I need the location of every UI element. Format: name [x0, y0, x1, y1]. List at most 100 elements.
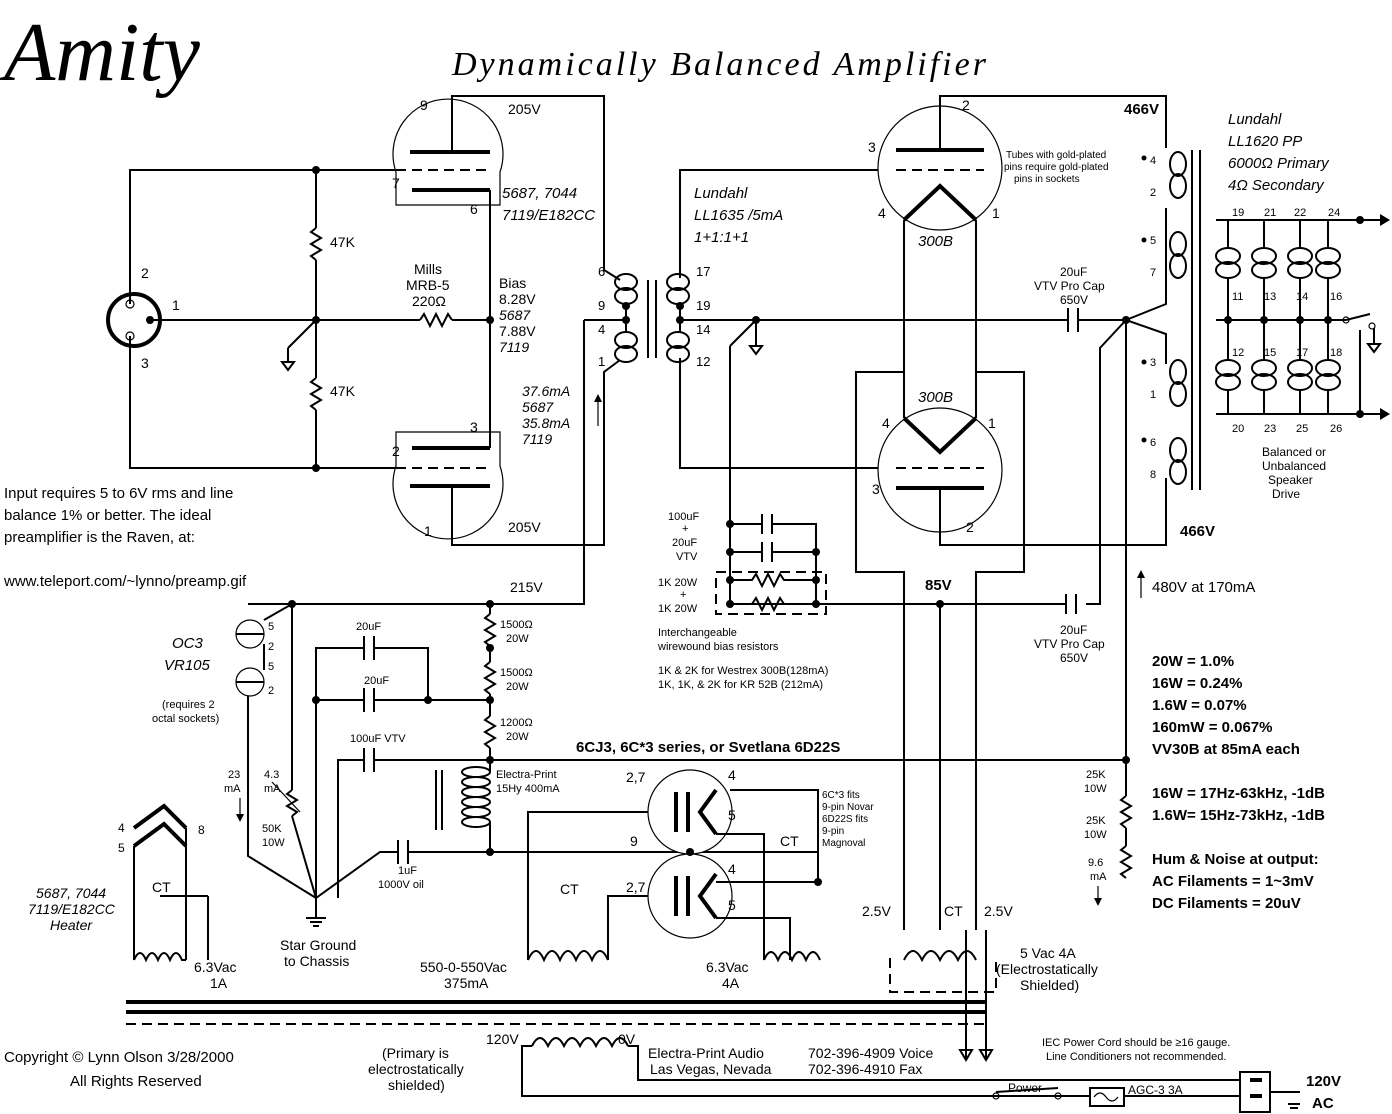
mains-ac: AC [1312, 1095, 1334, 1112]
cap-top-3: 650V [1060, 293, 1088, 307]
oc3-pin-5a: 5 [268, 621, 274, 633]
prim-120v: 120V [486, 1031, 519, 1047]
sec-pin-26: 26 [1330, 423, 1342, 435]
primary-note-2: electrostatically [368, 1061, 464, 1077]
cap-bot-3: 650V [1060, 651, 1088, 665]
cap-bot-2: VTV Pro Cap [1034, 637, 1105, 651]
rect-pin-27b: 2,7 [626, 879, 646, 895]
cap-20uf-a: 20uF [356, 621, 381, 633]
oc3-note-2: octal sockets) [152, 713, 219, 725]
gold-pin-note-1: Tubes with gold-plated [1006, 150, 1106, 161]
bypass-plus-1: + [682, 523, 688, 535]
input-tube-type-a: 5687, 7044 [502, 185, 577, 202]
output-tube-top [877, 105, 1003, 231]
out-top-pin-4: 4 [878, 205, 886, 221]
sec-pin-11: 11 [1232, 291, 1243, 303]
bias-pot-label-2: MRB-5 [406, 277, 450, 293]
current-tube-7119: 7119 [522, 431, 552, 447]
heater-ct: CT [152, 879, 171, 895]
bypass-vtv: VTV [676, 551, 698, 563]
current-43ma-a: 4.3 [264, 769, 279, 781]
b85-label: 85V [925, 577, 952, 594]
sec-pin-23: 23 [1264, 423, 1276, 435]
interstage-transformer [614, 273, 690, 363]
drive-label-2: Unbalanced [1262, 459, 1326, 473]
heater-filament [132, 803, 188, 848]
input-tube-bottom [392, 431, 504, 540]
heater-pin-5: 5 [118, 841, 125, 855]
input-tube-top [392, 98, 504, 206]
cap-bot-1: 20uF [1060, 623, 1087, 637]
b-plus-top: 466V [1124, 101, 1159, 118]
oc3-pin-2b: 2 [268, 685, 274, 697]
out-top-pin-1: 1 [992, 205, 1000, 221]
ot-pin-4: 4 [1150, 155, 1156, 167]
heater-pin-4: 4 [118, 821, 125, 835]
dist-2: 16W = 0.24% [1152, 675, 1242, 692]
star-ground-1: Star Ground [280, 937, 356, 953]
output-tube-type-bottom: 300B [918, 389, 953, 406]
current-tube-5687: 5687 [522, 399, 554, 415]
interstage-label-1: Lundahl [694, 185, 748, 202]
current-7119: 35.8mA [522, 415, 570, 431]
is-pin-19: 19 [696, 298, 710, 313]
out-bot-pin-3: 3 [872, 481, 880, 497]
r1200-label: 1200Ω [500, 717, 533, 729]
rect-pin-4a: 4 [728, 767, 736, 783]
title: Amity [0, 6, 201, 99]
xlr-pin-2: 2 [141, 265, 149, 281]
input-note-1: Input requires 5 to 6V rms and line [4, 485, 233, 502]
current-43ma-b: mA [264, 783, 281, 795]
oc3-regulator [235, 619, 265, 697]
dist-5: VV30B at 85mA each [1152, 741, 1300, 758]
bypass-note-2: wirewound bias resistors [657, 641, 779, 653]
rect-pin-4b: 4 [728, 861, 736, 877]
cap-top-2: VTV Pro Cap [1034, 279, 1105, 293]
r50k-label: 50K [262, 823, 282, 835]
bypass-1k-b: 1K 20W [658, 603, 698, 615]
input-tube-pin-9: 9 [420, 97, 428, 113]
bypass-100uf: 100uF [668, 511, 699, 523]
rectifier-title: 6CJ3, 6C*3 series, or Svetlana 6D22S [576, 739, 840, 756]
cap-1000v: 1000V oil [378, 879, 424, 891]
dist-3: 1.6W = 0.07% [1152, 697, 1247, 714]
input-tube-pin-7: 7 [392, 175, 400, 191]
bias-tube-5687: 5687 [499, 307, 531, 323]
drive-label-1: Balanced or [1262, 445, 1326, 459]
bias-pot-label-1: Mills [414, 261, 442, 277]
out-fil-25b: 2.5V [984, 903, 1013, 919]
oc3-pin-2a: 2 [268, 641, 274, 653]
bypass-20uf: 20uF [672, 537, 697, 549]
maker-voice: 702-396-4909 Voice [808, 1045, 934, 1061]
out-fil-ct: CT [944, 903, 963, 919]
sec-pin-12: 12 [1232, 347, 1244, 359]
input-note-url: www.teleport.com/~lynno/preamp.gif [3, 573, 247, 590]
supply-current: 480V at 170mA [1152, 579, 1255, 596]
xlr-pin-3: 3 [141, 355, 149, 371]
div-w1: 10W [1084, 783, 1107, 795]
div-i1: 9.6 [1088, 857, 1103, 869]
plate-voltage-top: 205V [508, 101, 541, 117]
ot-label-3: 6000Ω Primary [1228, 155, 1330, 172]
fuse-label: AGC-3 3A [1128, 1083, 1183, 1097]
ot-pin-5: 5 [1150, 235, 1156, 247]
mains-120v: 120V [1306, 1073, 1341, 1090]
rect-note-2: 9-pin Novar [822, 802, 874, 813]
rectifier-top [647, 769, 733, 855]
div-r1: 25K [1086, 769, 1106, 781]
rect-note-3: 6D22S fits [822, 814, 868, 825]
bypass-plus-2: + [680, 589, 686, 601]
oc3-note-1: (requires 2 [162, 699, 215, 711]
resistor-47k-top: 47K [330, 234, 356, 250]
oc3-label: OC3 [172, 635, 204, 652]
oc3-pin-5b: 5 [268, 661, 274, 673]
heater-label-3: Heater [50, 917, 93, 933]
current-23ma-a: 23 [228, 769, 240, 781]
input-note-3: preamplifier is the Raven, at: [4, 529, 195, 546]
rectifier-bottom [647, 853, 733, 939]
maker-name: Electra-Print Audio [648, 1045, 764, 1061]
xlr-pin-1: 1 [172, 297, 180, 313]
rect-pin-5b: 5 [728, 897, 736, 913]
rect-ct: CT [780, 833, 799, 849]
r1500a-label: 1500Ω [500, 619, 533, 631]
